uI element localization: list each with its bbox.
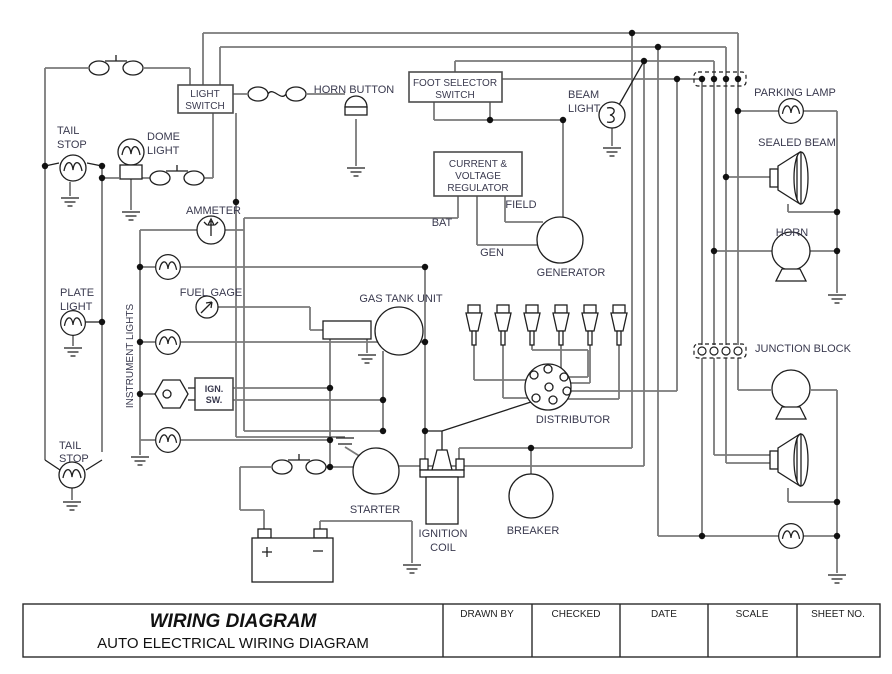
- title-block-field-checked: CHECKED: [552, 609, 601, 620]
- horn-button-symbol: [344, 95, 368, 116]
- bat-label: BAT: [432, 217, 453, 229]
- fuel-gage-label: FUEL GAGE: [180, 287, 243, 299]
- tail-stop-lamp-bottom: [58, 461, 86, 489]
- breaker-symbol: [508, 473, 554, 519]
- sealed-beam-symbol-2: [769, 433, 809, 487]
- starter-label: STARTER: [350, 504, 400, 516]
- title-block-field-drawn-by: DRAWN BY: [460, 609, 514, 620]
- ign-sw-label: SW.: [206, 395, 223, 405]
- instrument-lamp-3: [155, 427, 181, 453]
- sealed-beam-symbol: [769, 151, 809, 205]
- dome-light-bulb: [117, 138, 145, 180]
- fuel-gage-symbol: [195, 295, 219, 319]
- field-label: FIELD: [505, 199, 536, 211]
- light-switch-label: LIGHT: [190, 89, 219, 100]
- title-block-field-sheet-no: SHEET NO.: [811, 609, 865, 620]
- condenser-symbol: [336, 437, 354, 445]
- beam-light-label: BEAM: [568, 89, 599, 101]
- plate-light-lamp: [60, 310, 86, 336]
- ignition-coil-label: COIL: [430, 542, 456, 554]
- tail-stop-bottom-label: STOP: [59, 453, 89, 465]
- breaker-label: BREAKER: [507, 525, 560, 537]
- connector-pair-top-left: [88, 54, 144, 76]
- ammeter-label: AMMETER: [186, 205, 241, 217]
- beam-light-label: LIGHT: [568, 103, 601, 115]
- starter-symbol: [352, 447, 400, 495]
- gas-tank-unit-symbol: [322, 306, 424, 356]
- junction-block-symbol: [693, 343, 747, 359]
- plate-light-label: LIGHT: [60, 301, 93, 313]
- instrument-lamp-2: [155, 329, 181, 355]
- battery-symbol: [251, 528, 334, 583]
- ign-sw-label: IGN.: [205, 384, 224, 394]
- beam-light-symbol: [598, 101, 626, 129]
- generator-symbol: [536, 216, 584, 264]
- horn-symbol-2: [771, 369, 811, 420]
- generator-label: GENERATOR: [537, 267, 606, 279]
- spark-plugs: [465, 304, 628, 346]
- regulator-label: REGULATOR: [447, 183, 508, 194]
- junction-block-label: JUNCTION BLOCK: [755, 343, 852, 355]
- tail-stop-top-label: STOP: [57, 139, 87, 151]
- title-block: WIRING DIAGRAM AUTO ELECTRICAL WIRING DI…: [22, 603, 881, 658]
- connector-pair-horn-button: [247, 86, 307, 102]
- tail-stop-bottom-label: TAIL: [59, 440, 81, 452]
- connector-pair-starter: [271, 453, 327, 475]
- horn-symbol: [771, 231, 811, 282]
- top-connector-strip: [693, 71, 747, 87]
- connector-pair-dome: [149, 164, 205, 186]
- sealed-beam-label: SEALED BEAM: [758, 137, 836, 149]
- title-block-title: WIRING DIAGRAM: [150, 611, 318, 632]
- rear-lamp-symbol: [778, 523, 804, 549]
- ignition-coil-label: IGNITION: [419, 528, 468, 540]
- title-block-subtitle: AUTO ELECTRICAL WIRING DIAGRAM: [97, 635, 369, 652]
- foot-selector-label: SWITCH: [435, 90, 474, 101]
- dome-light-label: LIGHT: [147, 145, 180, 157]
- dome-light-label: DOME: [147, 131, 180, 143]
- plate-light-label: PLATE: [60, 287, 94, 299]
- light-switch-label: SWITCH: [185, 101, 224, 112]
- gen-label: GEN: [480, 247, 504, 259]
- distributor-symbol: [524, 363, 572, 411]
- title-block-field-scale: SCALE: [736, 609, 769, 620]
- distributor-label: DISTRIBUTOR: [536, 414, 610, 426]
- labels: TAIL STOP DOME LIGHT LIGHT SWITCH HORN B…: [57, 78, 852, 554]
- ammeter-symbol: [196, 215, 226, 245]
- instrument-lights-label: INSTRUMENT LIGHTS: [125, 304, 136, 409]
- regulator-box: [433, 151, 523, 197]
- tail-stop-top-label: TAIL: [57, 125, 79, 137]
- tail-stop-lamp-top: [59, 154, 87, 182]
- light-switch-box: [177, 84, 234, 114]
- ignition-key-symbol: [154, 379, 195, 409]
- regulator-label: CURRENT &: [449, 159, 507, 170]
- instrument-lamp-1: [155, 254, 181, 280]
- ignition-switch-box: [194, 377, 234, 411]
- foot-selector-switch-box: [408, 71, 503, 103]
- horn-button-label: HORN BUTTON: [314, 84, 395, 96]
- regulator-label: VOLTAGE: [455, 171, 501, 182]
- title-block-field-date: DATE: [651, 609, 677, 620]
- symbols: [58, 54, 847, 584]
- parking-lamp-symbol: [778, 98, 804, 124]
- junction-dots: [41, 29, 841, 540]
- horn-label: HORN: [776, 227, 808, 239]
- foot-selector-label: FOOT SELECTOR: [413, 78, 497, 89]
- ignition-coil-symbol: [419, 449, 465, 525]
- gas-tank-unit-label: GAS TANK UNIT: [359, 293, 443, 305]
- parking-lamp-label: PARKING LAMP: [754, 87, 836, 99]
- wire-network: [44, 32, 838, 573]
